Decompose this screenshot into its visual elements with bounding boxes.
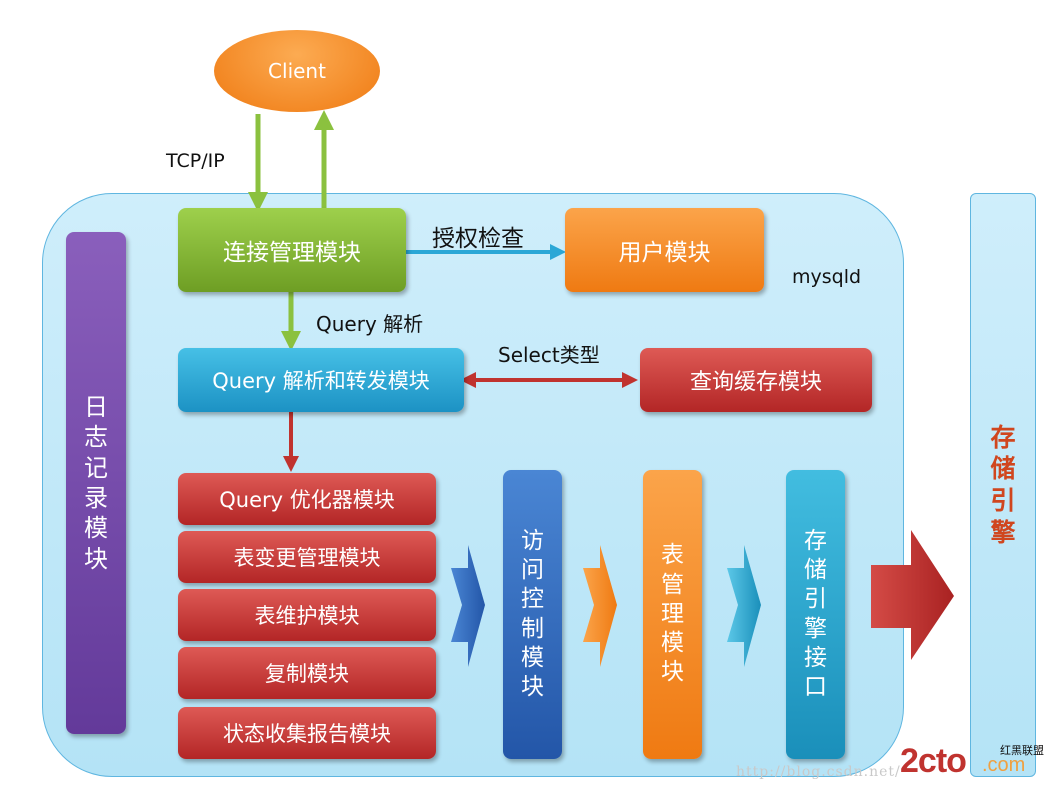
vertical-char: 记 xyxy=(84,453,108,482)
vertical-char: 引 xyxy=(804,586,827,613)
replication-module: 复制模块 xyxy=(178,647,436,699)
logo-cn: 红黑联盟 xyxy=(1000,744,1044,757)
vertical-char: 接 xyxy=(804,644,827,671)
flow-arrow-blue xyxy=(451,545,485,667)
vertical-char: 擎 xyxy=(990,517,1016,547)
query-cache-module: 查询缓存模块 xyxy=(640,348,872,412)
vertical-char: 管 xyxy=(661,571,684,598)
client-node: Client xyxy=(214,30,380,112)
vertical-char: 存 xyxy=(804,527,827,554)
vertical-char: 存 xyxy=(990,422,1016,452)
vertical-char: 录 xyxy=(84,484,108,512)
vertical-char: 表 xyxy=(661,542,684,569)
vertical-char: 储 xyxy=(804,557,827,584)
site-logo: 2cto .com 红黑联盟 xyxy=(900,742,1048,790)
parse-dispatch-module: Query 解析和转发模块 xyxy=(178,348,464,412)
log-module: 日志记录模块 xyxy=(66,232,126,734)
table-change-module: 表变更管理模块 xyxy=(178,531,436,583)
vertical-char: 问 xyxy=(521,557,544,584)
logo-text: 2cto xyxy=(900,742,967,780)
connection-module: 连接管理模块 xyxy=(178,208,406,292)
vertical-char: 控 xyxy=(521,586,544,613)
vertical-char: 块 xyxy=(661,659,684,686)
vertical-char: 日 xyxy=(84,392,108,421)
access-control-label: 访问控制模块 xyxy=(521,527,544,702)
storage-engine-label: 存储引擎 xyxy=(970,410,1036,560)
vertical-char: 志 xyxy=(84,423,108,452)
auth-check-label: 授权检查 xyxy=(432,226,524,252)
vertical-char: 口 xyxy=(804,673,827,700)
vertical-char: 储 xyxy=(990,454,1016,484)
vertical-char: 块 xyxy=(84,544,108,573)
log-module-label: 日志记录模块 xyxy=(84,392,108,575)
access-control-module: 访问控制模块 xyxy=(503,470,562,759)
watermark-url: http://blog.csdn.net/ xyxy=(736,764,901,780)
storage-interface-label: 存储引擎接口 xyxy=(804,527,827,702)
vertical-char: 访 xyxy=(521,527,544,554)
status-report-module: 状态收集报告模块 xyxy=(178,707,436,759)
storage-engine-column xyxy=(970,193,1036,777)
storage-interface-module: 存储引擎接口 xyxy=(786,470,845,759)
query-parse-label: Query 解析 xyxy=(316,312,424,336)
logo-suffix: .com xyxy=(982,754,1026,776)
vertical-char: 块 xyxy=(521,673,544,700)
vertical-char: 理 xyxy=(661,600,684,627)
optimizer-module: Query 优化器模块 xyxy=(178,473,436,525)
vertical-char: 模 xyxy=(521,644,544,671)
select-type-label: Select类型 xyxy=(498,343,600,367)
flow-arrow-orange xyxy=(583,545,617,667)
vertical-char: 模 xyxy=(84,514,108,543)
flow-arrow-red xyxy=(871,530,954,660)
vertical-char: 擎 xyxy=(804,615,827,642)
vertical-char: 制 xyxy=(521,615,544,642)
protocol-label: TCP/IP xyxy=(166,150,225,172)
user-module: 用户模块 xyxy=(565,208,764,292)
flow-arrow-cyan xyxy=(727,545,761,667)
vertical-char: 引 xyxy=(990,486,1016,515)
vertical-char: 模 xyxy=(661,630,684,657)
table-maintenance-module: 表维护模块 xyxy=(178,589,436,641)
table-manager-module: 表管理模块 xyxy=(643,470,702,759)
table-manager-label: 表管理模块 xyxy=(661,541,684,687)
server-label: mysqld xyxy=(792,266,862,288)
